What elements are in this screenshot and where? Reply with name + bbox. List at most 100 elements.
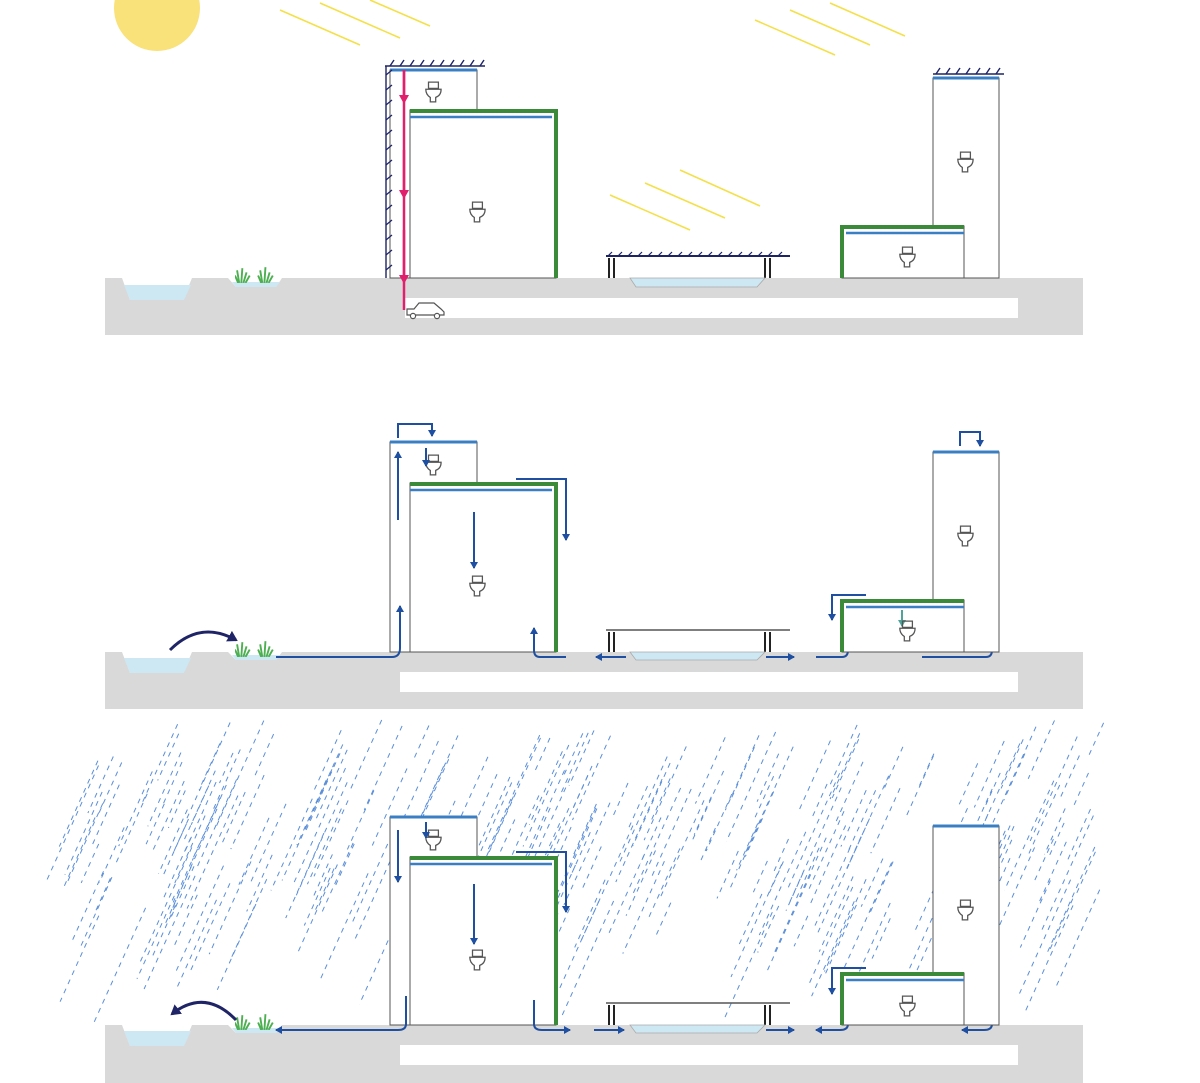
rain-streak bbox=[190, 785, 210, 826]
pond-water bbox=[124, 658, 191, 673]
rain-streak bbox=[716, 850, 739, 899]
panel-sunny bbox=[105, 0, 1083, 335]
rain-streak bbox=[175, 899, 217, 990]
rain-streak bbox=[905, 755, 934, 817]
rain-streak bbox=[798, 740, 831, 812]
rain-streak bbox=[1044, 808, 1066, 855]
pergola bbox=[606, 1002, 790, 1025]
panel-dry bbox=[105, 423, 1083, 709]
rain-streak bbox=[870, 787, 901, 854]
rain-streak bbox=[1029, 736, 1078, 842]
rain-streak bbox=[66, 803, 104, 883]
rain-streak bbox=[656, 902, 672, 935]
rain-streak bbox=[847, 775, 890, 866]
rain-streak bbox=[306, 808, 342, 885]
rain-streak bbox=[143, 875, 196, 990]
rain-streak bbox=[253, 733, 275, 779]
rain-streak bbox=[170, 866, 192, 912]
rain-streak bbox=[1088, 722, 1105, 756]
rain-streak bbox=[314, 868, 335, 911]
rain-streak bbox=[98, 827, 125, 883]
rain-streak bbox=[230, 774, 265, 850]
rain-streak bbox=[334, 843, 355, 887]
rain-streak bbox=[752, 860, 768, 893]
rain-streak bbox=[785, 872, 804, 911]
rain-streak bbox=[625, 850, 656, 916]
rain-streak bbox=[71, 871, 104, 943]
rain-streak bbox=[354, 860, 391, 940]
rain-streak bbox=[168, 866, 195, 922]
rain-streak bbox=[1019, 879, 1072, 994]
rain-streak bbox=[648, 848, 681, 918]
rain-streak bbox=[860, 858, 884, 907]
rain-streak bbox=[1027, 720, 1055, 780]
rain-streak bbox=[793, 915, 809, 947]
rain-streak bbox=[651, 788, 692, 877]
rain-streak bbox=[840, 789, 867, 847]
rain-streak bbox=[229, 878, 268, 962]
rain-streak bbox=[1047, 846, 1096, 952]
rain-streak bbox=[957, 763, 979, 807]
rain-streak bbox=[321, 842, 354, 913]
rain-streak bbox=[572, 735, 611, 821]
rain-streak bbox=[1019, 880, 1051, 948]
rain-streak bbox=[363, 725, 403, 811]
rain-streak bbox=[185, 722, 231, 820]
rain-streak bbox=[486, 734, 541, 853]
rain-streak bbox=[773, 837, 827, 955]
rain-streak bbox=[238, 817, 270, 885]
green-roof bbox=[840, 599, 964, 652]
rain-streak bbox=[296, 780, 327, 846]
rain-streak bbox=[315, 744, 344, 804]
rain-streak bbox=[518, 770, 565, 871]
rain-streak bbox=[293, 767, 346, 884]
rain-streak bbox=[568, 730, 595, 786]
rain-streak bbox=[560, 900, 615, 1019]
rain-streak bbox=[295, 782, 348, 896]
rain-streak bbox=[157, 733, 180, 781]
rain-streak bbox=[221, 791, 246, 845]
grass-icon bbox=[235, 640, 274, 657]
rain-streak bbox=[824, 878, 867, 972]
rain-streak bbox=[62, 817, 96, 889]
rain-streak bbox=[158, 809, 188, 874]
rain-streak bbox=[208, 861, 252, 955]
rain-streak bbox=[371, 768, 408, 846]
pond-water bbox=[124, 285, 191, 300]
green-roof bbox=[840, 225, 964, 278]
rain-streak bbox=[722, 911, 773, 1022]
rain-streak bbox=[313, 800, 349, 877]
rain-streak bbox=[59, 915, 100, 1002]
rain-streak bbox=[1049, 898, 1074, 950]
rain-streak bbox=[573, 803, 597, 855]
flow-arrows bbox=[276, 423, 996, 661]
rain-streak bbox=[571, 831, 591, 873]
rain-streak bbox=[305, 797, 321, 832]
pergola bbox=[606, 629, 790, 652]
rain-streak bbox=[1004, 780, 1055, 891]
rain-streak bbox=[145, 803, 165, 845]
solar-hatch-icon bbox=[933, 67, 1004, 75]
rain-streak bbox=[845, 818, 870, 871]
green-roof bbox=[840, 972, 964, 1025]
rain-streak bbox=[659, 800, 705, 899]
rain-streak bbox=[622, 860, 665, 954]
rain-streak bbox=[351, 843, 389, 924]
rain-streak bbox=[615, 778, 663, 883]
rain-streak bbox=[643, 746, 687, 841]
rain-streak bbox=[724, 735, 760, 811]
rain-streak bbox=[46, 765, 99, 881]
rain-streak bbox=[114, 793, 148, 867]
rain-streak bbox=[831, 738, 860, 799]
rain-streak bbox=[772, 838, 789, 874]
rain-streak bbox=[96, 762, 123, 818]
rain-streak bbox=[80, 876, 113, 947]
rain-streak bbox=[1072, 772, 1089, 809]
rain-streak bbox=[1033, 838, 1054, 883]
rain-streak bbox=[517, 778, 571, 895]
pond-water bbox=[124, 1031, 191, 1046]
rain-streak bbox=[571, 775, 589, 811]
rain-streak bbox=[725, 731, 777, 842]
rain-streak bbox=[811, 901, 855, 997]
rain-streak bbox=[694, 737, 726, 804]
